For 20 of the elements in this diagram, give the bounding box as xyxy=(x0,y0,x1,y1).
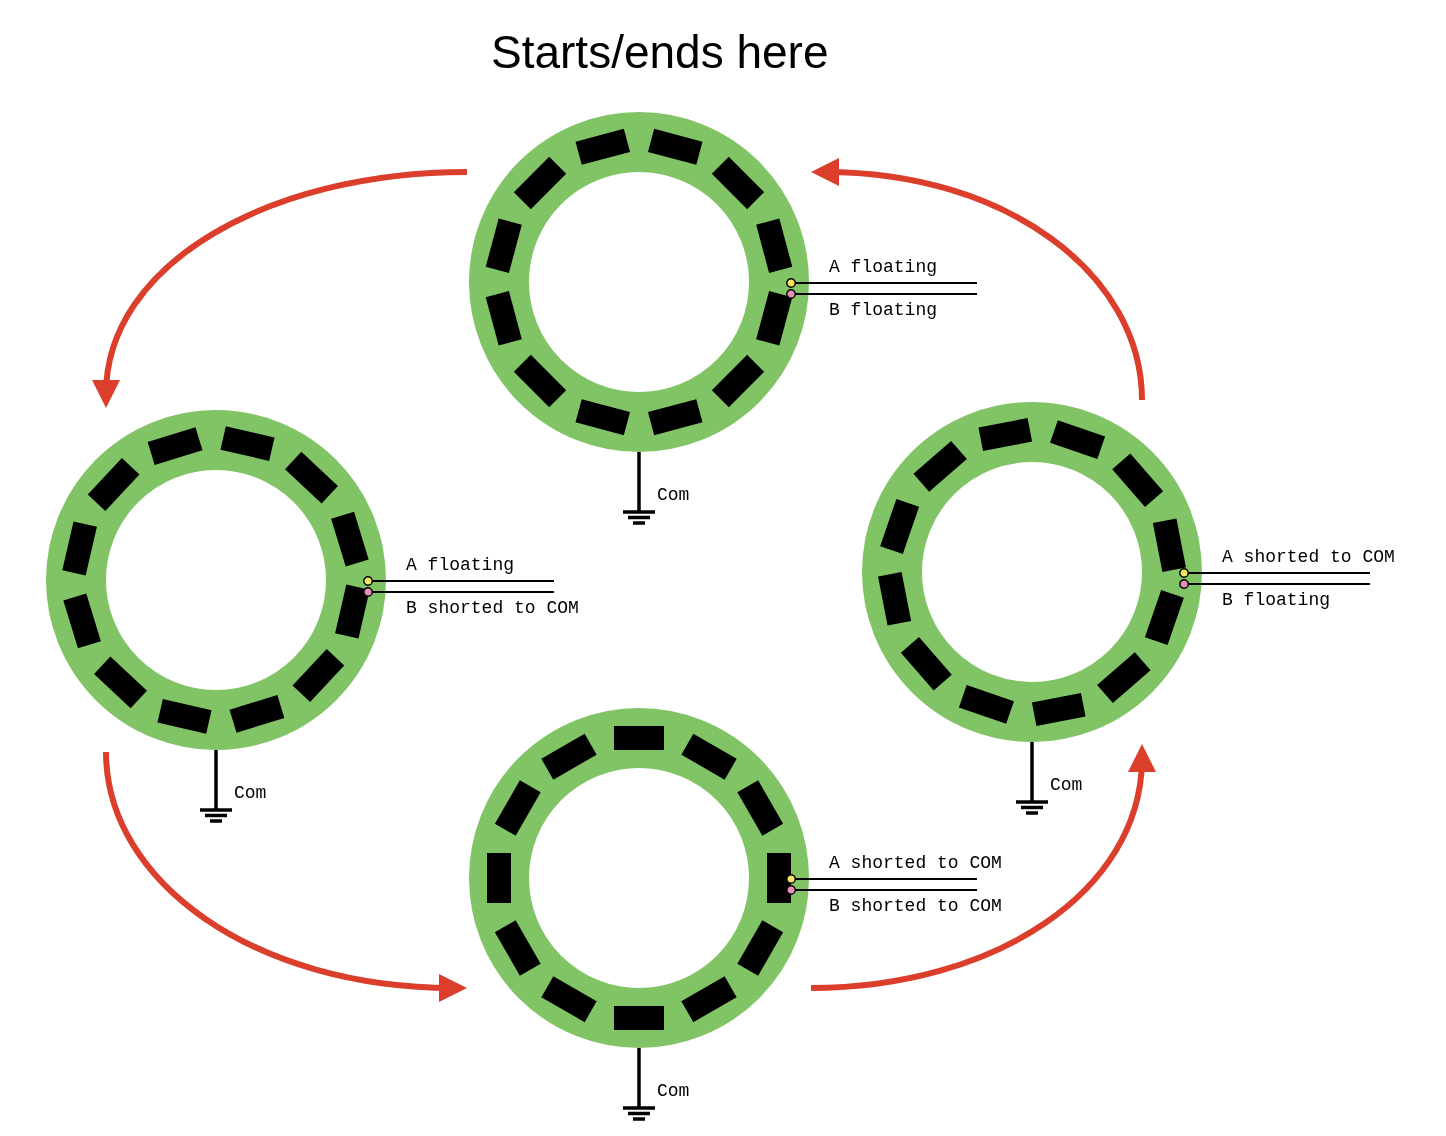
ground-label: Com xyxy=(1050,774,1083,796)
signal-label: B floating xyxy=(829,299,938,321)
signal-label: A shorted to COM xyxy=(1222,546,1395,568)
signal-label: A shorted to COM xyxy=(829,852,1002,874)
signal-label: B shorted to COM xyxy=(406,597,579,619)
encoder-ring xyxy=(46,410,386,750)
ground-label: Com xyxy=(657,1080,690,1102)
signal-label: B shorted to COM xyxy=(829,895,1002,917)
signal-label: A floating xyxy=(829,256,938,278)
encoder-ring xyxy=(469,112,809,452)
ground-label: Com xyxy=(234,782,267,804)
arrow xyxy=(810,744,1155,991)
arrow xyxy=(93,169,468,408)
arrow xyxy=(811,158,1145,401)
ground-label: Com xyxy=(657,484,690,506)
signal-label: B floating xyxy=(1222,589,1331,611)
encoder-ring xyxy=(862,402,1202,742)
title: Starts/ends here xyxy=(491,25,829,80)
signal-label: A floating xyxy=(406,554,515,576)
arrow xyxy=(103,751,467,1002)
